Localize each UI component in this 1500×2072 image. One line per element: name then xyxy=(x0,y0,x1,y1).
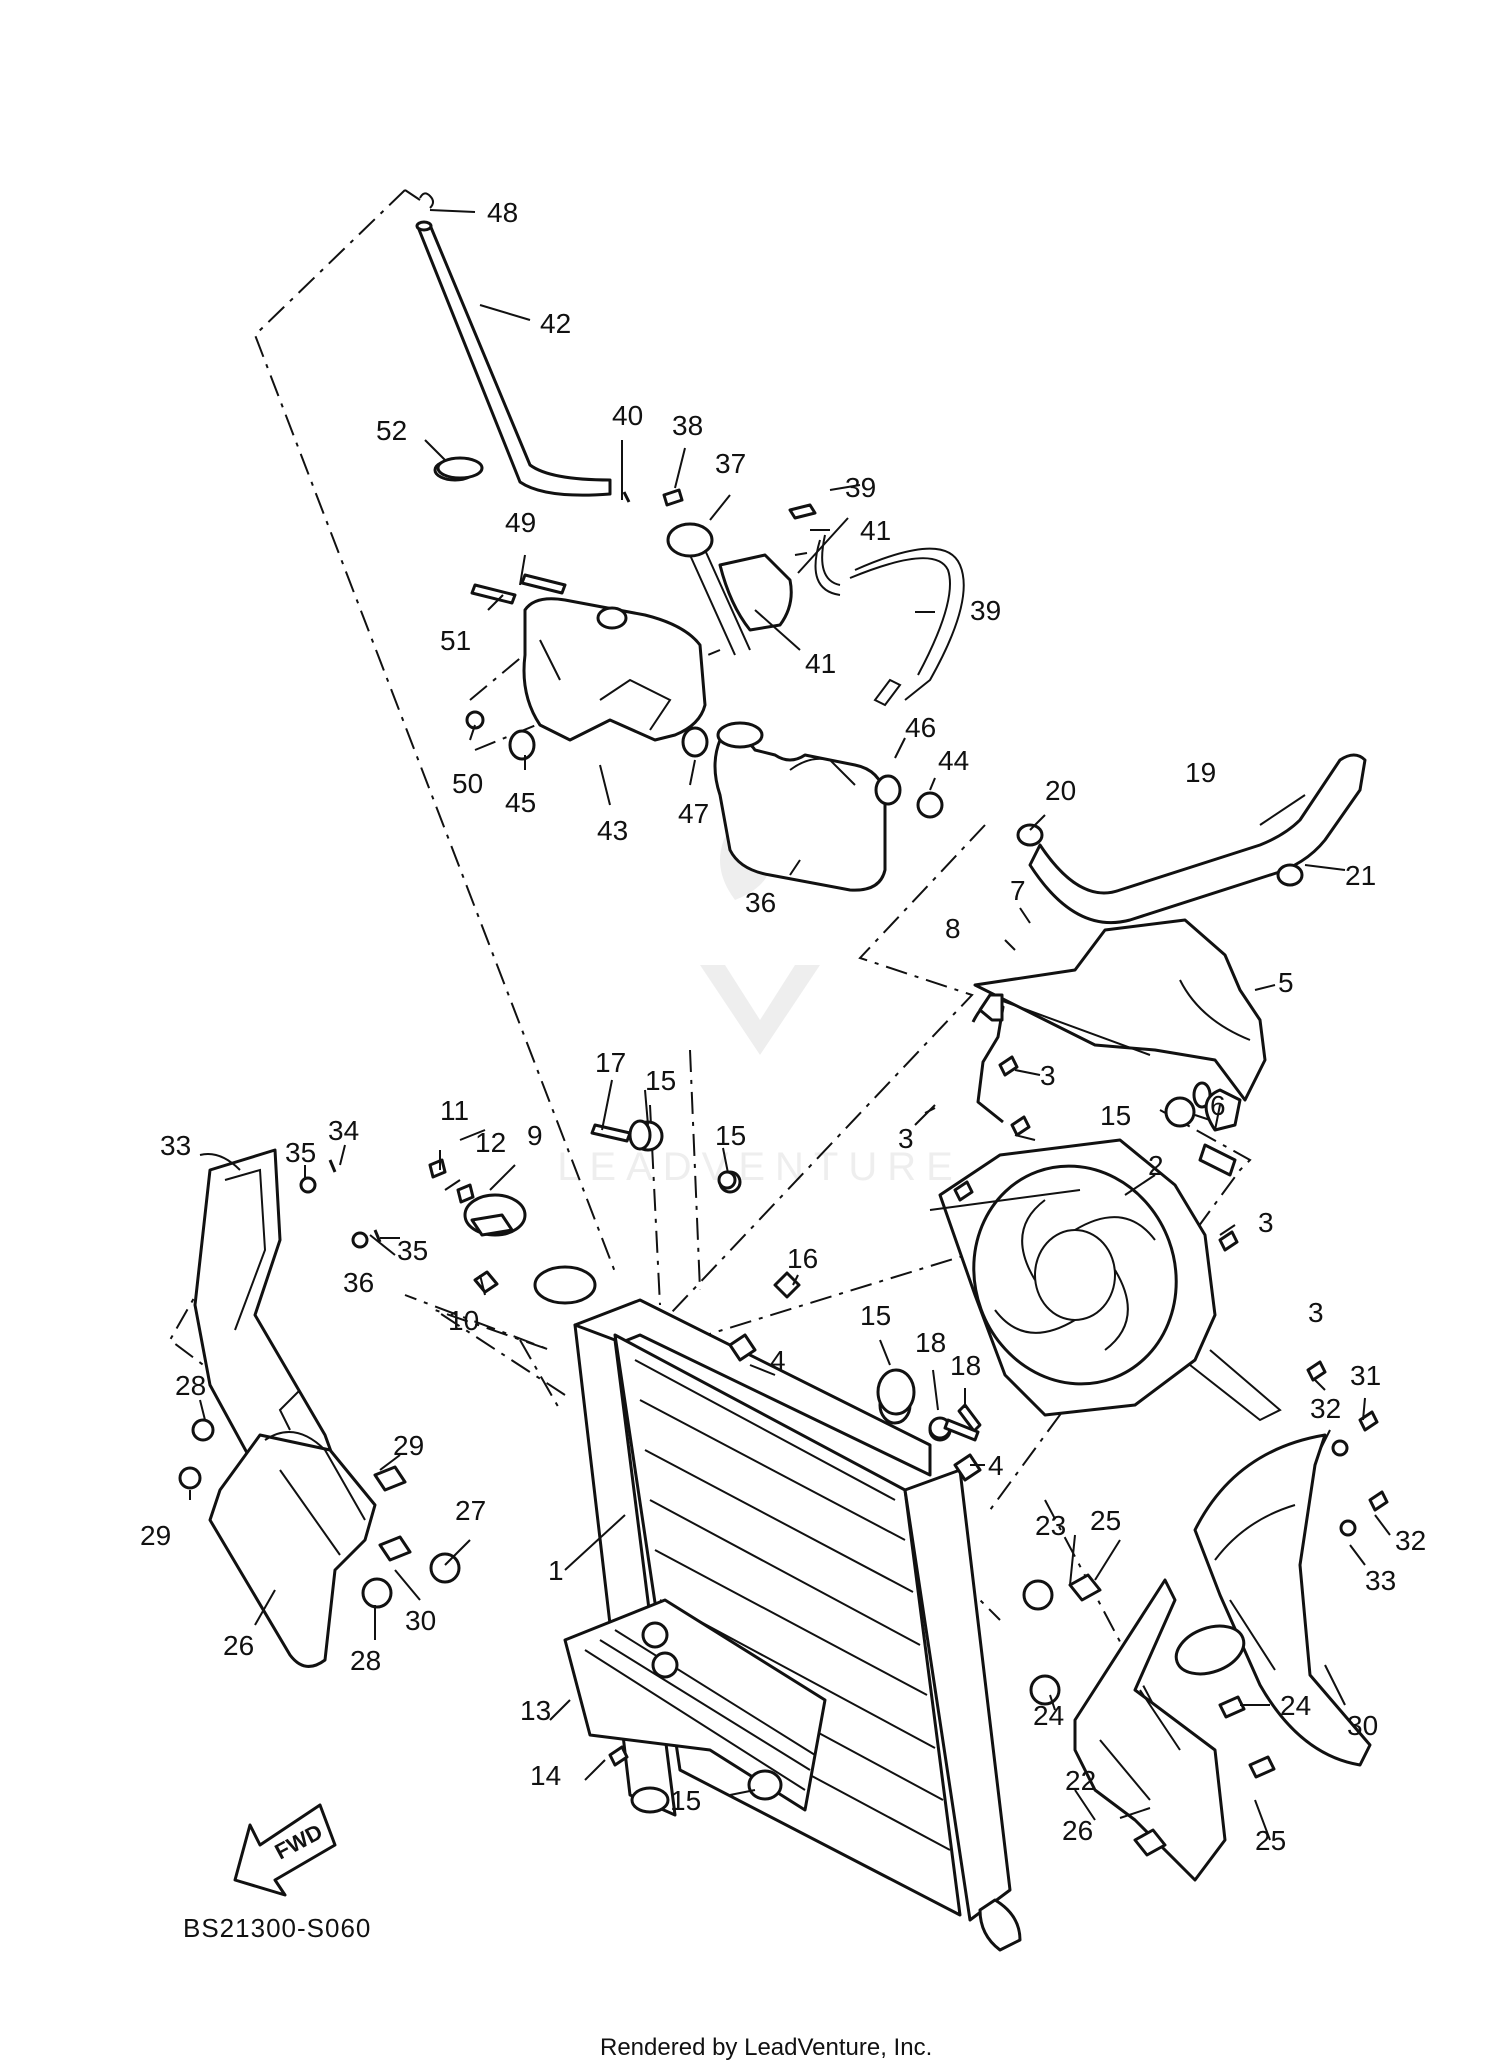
callout-4b: 4 xyxy=(988,1450,1004,1481)
callout-41a: 40 xyxy=(612,400,643,431)
callout-36b: 36 xyxy=(343,1267,374,1298)
callout-39a: 38 xyxy=(672,410,703,441)
callout-12: 12 xyxy=(475,1127,506,1158)
callout-53: 52 xyxy=(376,415,407,446)
callout-5: 5 xyxy=(1278,967,1294,998)
callout-50: 49 xyxy=(505,507,536,538)
callout-28a: 27 xyxy=(455,1495,486,1526)
callout-15c: 15 xyxy=(860,1300,891,1331)
callout-21: 20 xyxy=(1045,775,1076,806)
watermark-text: LEADVENTURE xyxy=(557,1145,963,1189)
callout-4a: 4 xyxy=(770,1345,786,1376)
callout-13: 13 xyxy=(520,1695,551,1726)
left-bracket xyxy=(208,1431,377,1668)
callout-33b: 33 xyxy=(1365,1565,1396,1596)
callout-23: 22 xyxy=(1065,1765,1096,1796)
callout-43: 42 xyxy=(540,308,571,339)
callout-18a: 17 xyxy=(595,1047,626,1078)
callout-14: 14 xyxy=(530,1760,561,1791)
callout-34: 33 xyxy=(160,1130,191,1161)
callout-25b: 25 xyxy=(1255,1825,1286,1856)
callout-32b: 32 xyxy=(1395,1525,1426,1556)
callout-37: 36 xyxy=(745,887,776,918)
callout-3d: 3 xyxy=(1308,1297,1324,1328)
reservoir-cover xyxy=(522,597,707,742)
cooling-fan xyxy=(929,1138,1282,1422)
fwd-arrow: FWD xyxy=(233,1803,337,1897)
callout-45: 44 xyxy=(938,745,969,776)
callout-2: 2 xyxy=(1148,1150,1164,1181)
callout-49: 48 xyxy=(487,197,518,228)
right-bracket xyxy=(1073,1578,1227,1882)
callout-15b: 15 xyxy=(1100,1100,1131,1131)
watermark-logo: LEADVENTURE xyxy=(557,820,963,1189)
breather-hose xyxy=(415,192,612,497)
callout-16: 15 xyxy=(715,1120,746,1151)
callout-22: 21 xyxy=(1345,860,1376,891)
callout-47: 46 xyxy=(905,712,936,743)
callout-29a: 28 xyxy=(175,1370,206,1401)
callout-48: 47 xyxy=(678,798,709,829)
filler-neck xyxy=(666,522,793,656)
callout-24a: 23 xyxy=(1035,1510,1066,1541)
radiator-guard xyxy=(563,1598,827,1812)
callout-27: 26 xyxy=(223,1630,254,1661)
callout-10: 10 xyxy=(448,1305,479,1336)
callout-30a: 29 xyxy=(393,1430,424,1461)
callout-35a: 34 xyxy=(328,1115,359,1146)
callout-46: 45 xyxy=(505,787,536,818)
callout-3c: 3 xyxy=(1258,1207,1274,1238)
overflow-hose xyxy=(814,534,965,707)
callout-1: 1 xyxy=(548,1555,564,1586)
callout-19: 18 xyxy=(915,1327,946,1358)
callout-39b: 39 xyxy=(845,472,876,503)
callout-9: 9 xyxy=(527,1120,543,1151)
footer-credit: Rendered by LeadVenture, Inc. xyxy=(600,2034,932,2061)
callout-26b: 26 xyxy=(1062,1815,1093,1846)
callout-31: 30 xyxy=(1347,1710,1378,1741)
callout-29b: 29 xyxy=(140,1520,171,1551)
callout-33a: 32 xyxy=(1310,1393,1341,1424)
callout-52: 51 xyxy=(440,625,471,656)
callout-28b: 28 xyxy=(350,1645,381,1676)
fan-shroud xyxy=(973,918,1267,1102)
callout-35b: 35 xyxy=(397,1235,428,1266)
diagram-code: BS21300-S060 xyxy=(183,1913,371,1943)
radiator xyxy=(533,1265,1022,1952)
callout-41b: 41 xyxy=(860,515,891,546)
callout-42: 41 xyxy=(805,648,836,679)
callout-44: 43 xyxy=(597,815,628,846)
callout-17: 16 xyxy=(787,1243,818,1274)
callout-11: 11 xyxy=(440,1095,469,1126)
callout-26a: 25 xyxy=(1090,1505,1121,1536)
callout-51: 50 xyxy=(452,768,483,799)
callout-18b: 18 xyxy=(950,1350,981,1381)
right-side-cover xyxy=(1174,1433,1372,1767)
callouts: 1 2 3 3 3 3 4 4 5 6 7 8 9 10 11 12 13 14… xyxy=(140,197,1426,1856)
callout-20: 19 xyxy=(1185,757,1216,788)
callout-6: 6 xyxy=(1210,1090,1226,1121)
callout-3b: 3 xyxy=(898,1123,914,1154)
callout-32a: 31 xyxy=(1350,1360,1381,1391)
callout-36a: 35 xyxy=(285,1137,316,1168)
fasteners xyxy=(178,456,1389,1857)
callout-15a: 15 xyxy=(645,1065,676,1096)
leader-lines xyxy=(189,209,1391,1841)
callout-38: 37 xyxy=(715,448,746,479)
callout-15d: 15 xyxy=(670,1785,701,1816)
callout-30b: 30 xyxy=(405,1605,436,1636)
callout-3a: 3 xyxy=(1040,1060,1056,1091)
callout-8: 8 xyxy=(945,913,961,944)
callout-40: 39 xyxy=(970,595,1001,626)
callout-25a: 24 xyxy=(1280,1690,1311,1721)
callout-7: 7 xyxy=(1010,875,1026,906)
reservoir-tank xyxy=(713,721,887,892)
radiator-hose xyxy=(1028,753,1367,925)
callout-24b: 24 xyxy=(1033,1700,1064,1731)
